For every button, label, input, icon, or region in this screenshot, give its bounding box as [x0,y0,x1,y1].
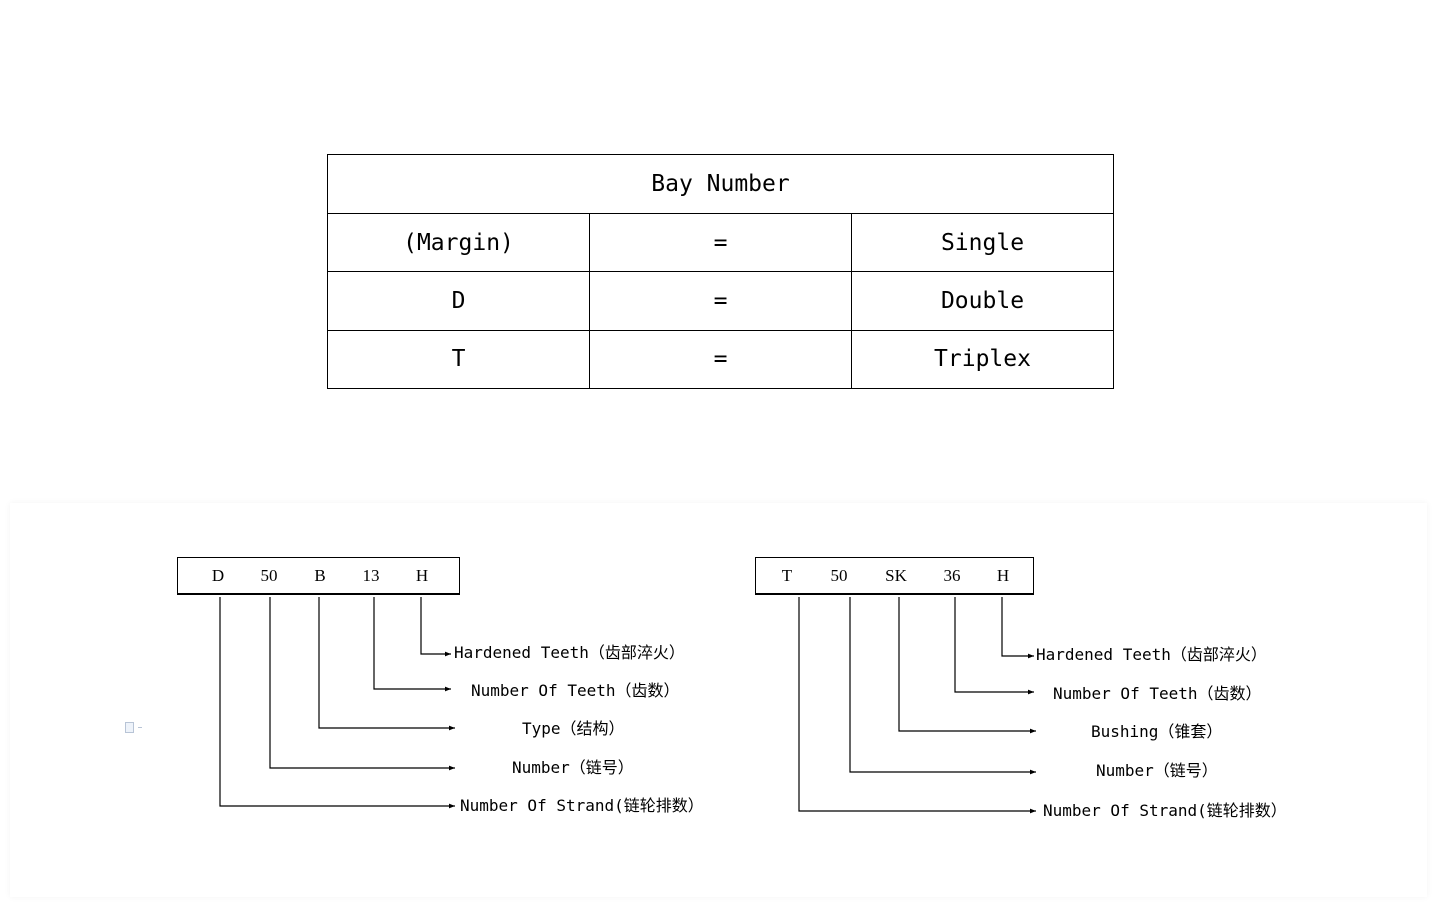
table-row: D = Double [327,271,1114,331]
label-number-of-strand: Number Of Strand(链轮排数） [460,796,704,815]
code-segment-strand: T [781,566,793,585]
code-segment-type: B [314,566,326,585]
right-code-box: T 50 SK 36 H [755,557,1034,595]
label-number-of-strand: Number Of Strand(链轮排数） [1043,801,1287,820]
left-code-box: D 50 B 13 H [177,557,460,595]
label-hardened-teeth: Hardened Teeth（齿部淬火） [454,643,685,662]
code-segment-number: 50 [830,566,848,585]
row-meaning: Double [851,271,1114,331]
table-row: T = Triplex [327,329,1114,390]
label-number-of-teeth: Number Of Teeth（齿数） [1053,684,1262,703]
code-segment-hardened: H [996,566,1010,585]
leader-bushing-right [898,597,1036,734]
code-segment-bushing: SK [885,566,907,585]
row-meaning: Triplex [851,329,1114,390]
code-segment-hardened: H [415,566,429,585]
leader-hardened-right [1001,597,1034,659]
code-segment-teeth: 36 [943,566,961,585]
leader-teeth-left [373,597,451,692]
code-segment-number: 50 [260,566,278,585]
row-equals: = [589,213,852,273]
row-equals: = [589,329,852,390]
leader-hardened-left [420,597,451,657]
label-type: Type（结构） [522,719,625,738]
leader-type-left [318,597,455,731]
leader-teeth-right [954,597,1034,695]
label-chain-number: Number（链号） [512,758,634,777]
label-chain-number: Number（链号） [1096,761,1218,780]
row-code: (Margin) [327,213,590,273]
bay-number-title: Bay Number [327,153,1114,215]
label-hardened-teeth: Hardened Teeth（齿部淬火） [1036,645,1267,664]
document-dash [138,727,142,728]
leader-number-left [269,597,455,771]
leader-strand-left [219,597,455,809]
code-segment-strand: D [211,566,225,585]
row-equals: = [589,271,852,331]
label-number-of-teeth: Number Of Teeth（齿数） [471,681,680,700]
leader-number-right [849,597,1036,775]
bay-number-table: Bay Number (Margin) = Single D = Double … [327,153,1114,390]
label-bushing: Bushing（锥套） [1091,722,1223,741]
row-code: T [327,329,590,390]
document-icon [125,722,134,733]
leader-strand-right [798,597,1036,814]
code-segment-teeth: 13 [362,566,380,585]
